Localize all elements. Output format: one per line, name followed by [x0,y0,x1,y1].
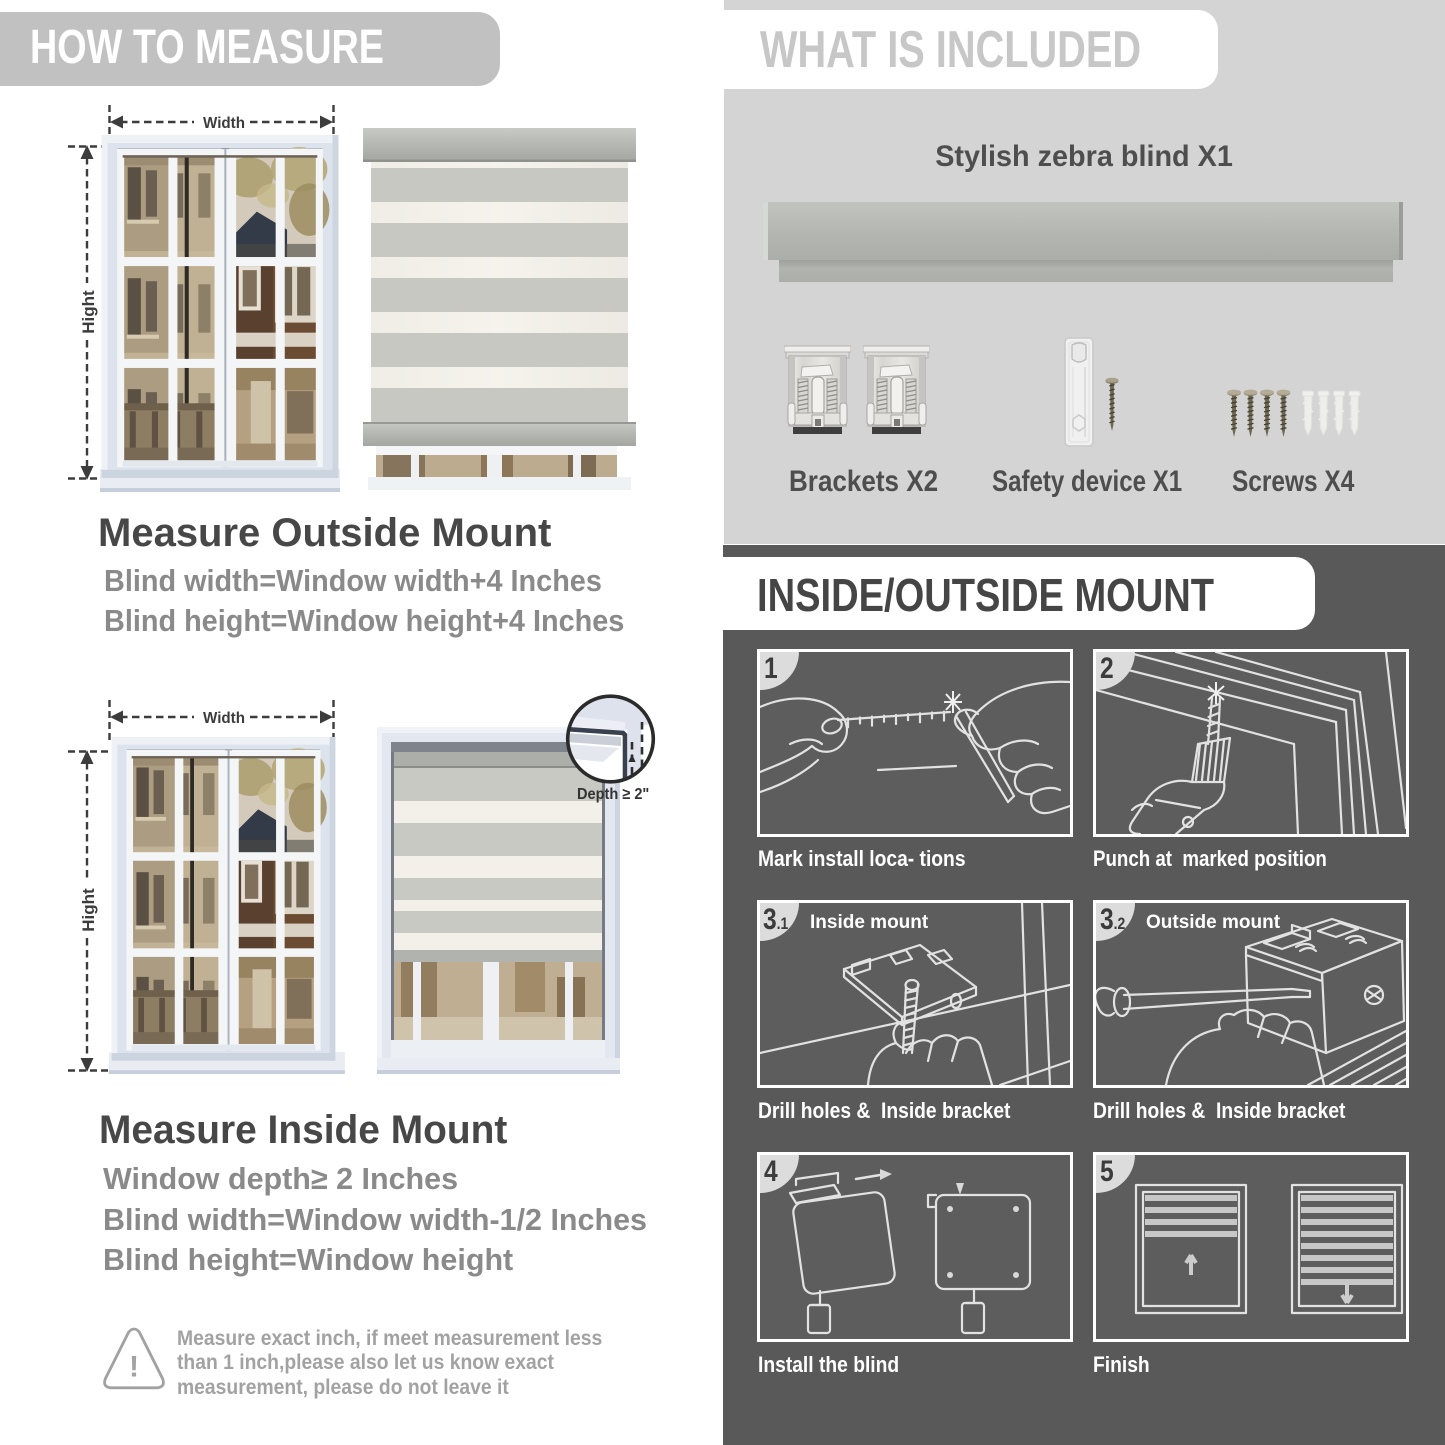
svg-text:Width: Width [203,710,245,727]
svg-text:Width: Width [203,115,245,132]
svg-text:Hight: Hight [79,290,98,334]
svg-text:Hight: Hight [79,888,98,932]
svg-text:!: ! [129,1350,139,1383]
